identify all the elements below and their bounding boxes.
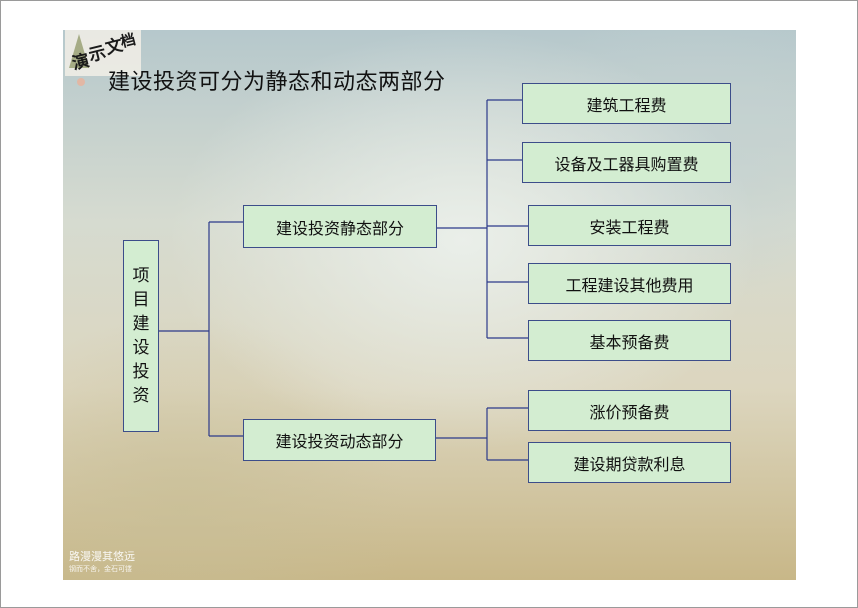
- svg-text:文: 文: [103, 34, 126, 59]
- slide-title: 建设投资可分为静态和动态两部分: [108, 70, 446, 95]
- dynamic-branch-node: 建设投资动态部分: [243, 419, 436, 461]
- svg-text:档: 档: [119, 30, 138, 51]
- leaf-node: 建设期贷款利息: [528, 442, 731, 483]
- watermark-main: 路漫漫其悠远: [69, 550, 135, 563]
- root-node-char: 资: [132, 386, 150, 406]
- slide: 演 示 文 档 建设投资可分为静态和动态两部分: [63, 30, 796, 580]
- leaf-node: 涨价预备费: [528, 390, 731, 431]
- root-node-char: 投: [132, 362, 150, 382]
- svg-text:示: 示: [87, 43, 108, 67]
- leaf-node: 工程建设其他费用: [528, 263, 731, 304]
- root-node-char: 目: [132, 290, 150, 310]
- connector-lines: [159, 99, 528, 461]
- watermark: 路漫漫其悠远 钢而不舍，金石可镂: [69, 550, 135, 574]
- root-node-char: 建: [132, 314, 150, 334]
- leaf-node: 基本预备费: [528, 320, 731, 361]
- logo-badge: 演 示 文 档: [65, 30, 141, 76]
- root-node: 项 目 建 设 投 资: [123, 240, 159, 432]
- leaf-node: 设备及工器具购置费: [522, 142, 731, 183]
- leaf-node: 建筑工程费: [522, 83, 731, 124]
- static-branch-node: 建设投资静态部分: [243, 205, 437, 248]
- root-node-char: 项: [132, 266, 150, 286]
- title-bullet: [77, 78, 85, 86]
- svg-text:演: 演: [70, 50, 92, 74]
- root-node-char: 设: [132, 338, 150, 358]
- leaf-node: 安装工程费: [528, 205, 731, 246]
- watermark-sub: 钢而不舍，金石可镂: [69, 565, 132, 573]
